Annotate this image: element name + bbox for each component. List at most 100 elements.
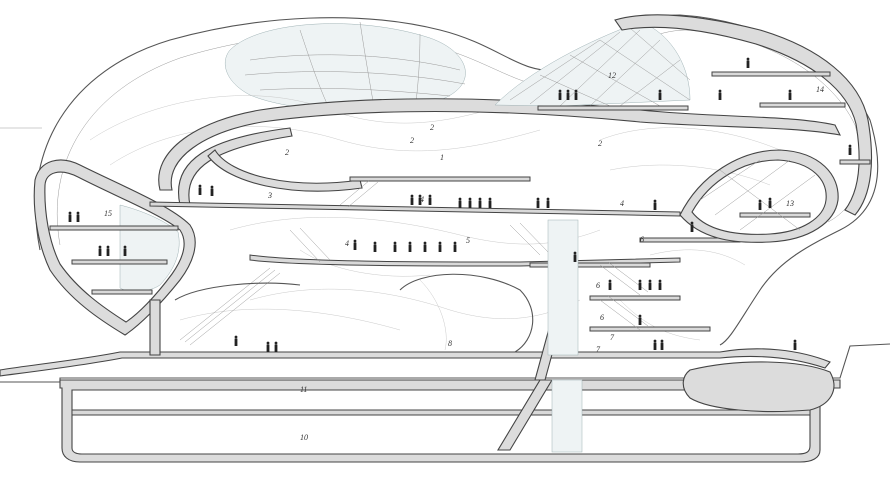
room-label: 7 xyxy=(596,345,601,354)
person-figure xyxy=(690,221,694,232)
person-figure xyxy=(428,194,432,205)
person-figure xyxy=(373,241,377,252)
room-label: 15 xyxy=(104,209,112,218)
floor-slab-3 xyxy=(349,176,531,182)
person-figure xyxy=(658,89,662,100)
person-figure xyxy=(648,279,652,290)
room-label: 4 xyxy=(620,199,624,208)
person-figure xyxy=(410,194,414,205)
column-left xyxy=(149,299,161,356)
right-pod-shell xyxy=(614,14,873,216)
person-figure xyxy=(638,279,642,290)
person-figure xyxy=(608,279,612,290)
left-pod-floor xyxy=(71,259,168,265)
plaza-slab xyxy=(0,348,831,377)
floor-slab-13 xyxy=(739,212,811,218)
lower-hall-curve xyxy=(399,273,534,353)
person-figure xyxy=(438,241,442,252)
floor-slab-14b xyxy=(759,102,846,108)
room-label: 2 xyxy=(430,123,434,132)
room-label: 4 xyxy=(345,239,349,248)
person-figure xyxy=(788,89,792,100)
person-figure xyxy=(234,335,238,346)
person-figure xyxy=(566,89,570,100)
floor-slab-14c xyxy=(839,159,871,165)
floor-slab-6 xyxy=(529,262,651,268)
floor-slab-6b xyxy=(589,295,681,301)
person-figure xyxy=(746,57,750,68)
person-figure xyxy=(98,245,102,256)
upper-vault xyxy=(207,149,363,192)
person-figure xyxy=(653,339,657,350)
room-label: 13 xyxy=(786,199,794,208)
roof-skylight xyxy=(224,23,466,112)
floor-slab-7 xyxy=(589,326,711,332)
room-label: 4 xyxy=(420,195,424,204)
right-lower-pod-lattice xyxy=(699,159,816,231)
upper-ramp-left xyxy=(178,127,293,206)
person-figure xyxy=(76,211,80,222)
person-figure xyxy=(353,239,357,250)
floor-slab-4 xyxy=(149,201,681,217)
room-label: 1 xyxy=(440,153,444,162)
person-figure xyxy=(536,197,540,208)
upper-gallery-band xyxy=(158,98,841,191)
person-figure xyxy=(573,251,577,262)
room-label: 7 xyxy=(610,333,615,342)
floor-slab-12 xyxy=(537,105,689,111)
person-figure xyxy=(660,339,664,350)
person-figure xyxy=(558,89,562,100)
person-figure xyxy=(793,339,797,350)
room-label: 6 xyxy=(600,313,604,322)
person-figure xyxy=(468,197,472,208)
room-label: 2 xyxy=(285,148,289,157)
person-figure xyxy=(274,341,278,352)
elevator-core-lower xyxy=(551,379,583,453)
room-label: 6 xyxy=(640,235,644,244)
room-label: 11 xyxy=(300,385,307,394)
elevator-core xyxy=(547,219,579,356)
person-figure xyxy=(658,279,662,290)
ground-line xyxy=(0,343,890,383)
stairs xyxy=(179,179,649,346)
person-figure xyxy=(458,197,462,208)
diagonal-column xyxy=(497,379,553,451)
floor-slab-14 xyxy=(711,71,831,77)
left-pod-floor xyxy=(91,289,153,295)
basement-pod xyxy=(682,361,835,413)
person-figure xyxy=(106,245,110,256)
person-figure xyxy=(408,241,412,252)
room-label: 8 xyxy=(448,339,452,348)
room-label: 6 xyxy=(596,281,600,290)
room-label: 3 xyxy=(267,191,272,200)
person-figure xyxy=(210,185,214,196)
person-figure xyxy=(848,144,852,155)
people-figures xyxy=(68,57,852,352)
person-figure xyxy=(123,245,127,256)
room-label: 12 xyxy=(608,71,616,80)
person-figure xyxy=(546,197,550,208)
person-figure xyxy=(266,341,270,352)
room-label: 2 xyxy=(598,139,602,148)
person-figure xyxy=(758,199,762,210)
lower-hall-curve xyxy=(174,282,301,301)
person-figure xyxy=(423,241,427,252)
person-figure xyxy=(638,314,642,325)
basement-slab-11 xyxy=(71,409,811,416)
room-label: 2 xyxy=(410,136,414,145)
right-lower-pod xyxy=(679,149,839,243)
room-label: 14 xyxy=(816,85,824,94)
person-figure xyxy=(418,194,422,205)
room-label: 10 xyxy=(300,433,308,442)
person-figure xyxy=(574,89,578,100)
skylight-ribs xyxy=(244,21,466,113)
person-figure xyxy=(718,89,722,100)
person-figure xyxy=(68,211,72,222)
person-figure xyxy=(653,199,657,210)
person-figure xyxy=(768,197,772,208)
person-figure xyxy=(488,197,492,208)
person-figure xyxy=(453,241,457,252)
person-figure xyxy=(393,241,397,252)
